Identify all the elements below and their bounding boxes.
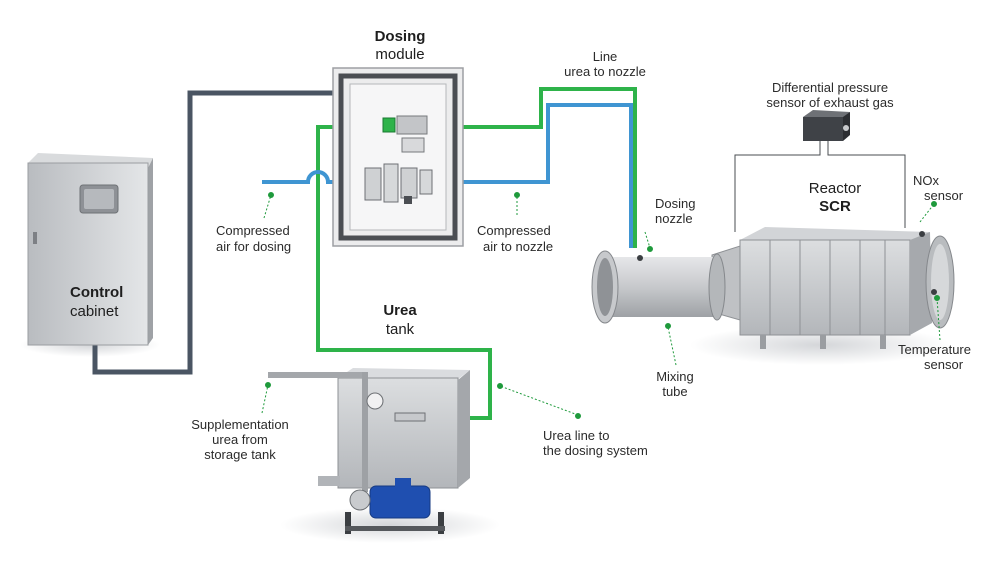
urea-tank-title: Urea <box>383 302 417 319</box>
urea-line-label-2: the dosing system <box>543 443 648 458</box>
mixing-tube-label-1: Mixing <box>656 369 694 384</box>
mixing-tube <box>591 250 726 324</box>
temperature-sensor-label-2: sensor <box>924 357 964 372</box>
nox-sensor-label-1: NOx <box>913 173 939 188</box>
comp-air-dosing-label-1: Compressed <box>216 223 290 238</box>
urea-line-to-dosing <box>316 125 492 420</box>
control-cabinet-title: Control <box>70 284 124 301</box>
dosing-module-title: Dosing <box>374 28 426 45</box>
dosing-module-subtitle: module <box>375 46 425 63</box>
compressed-air-line-dosing <box>262 170 362 184</box>
urea-tank <box>268 368 470 534</box>
urea-line-to-nozzle <box>420 87 637 248</box>
control-cabinet-subtitle: cabinet <box>70 303 119 320</box>
temperature-sensor-label-1: Temperature <box>898 342 971 357</box>
differential-pressure-sensor <box>734 110 906 232</box>
urea-line-label-1: Urea line to <box>543 428 610 443</box>
dosing-nozzle-label-2: nozzle <box>655 211 693 226</box>
control-cable <box>92 90 340 375</box>
leader-lines <box>261 192 941 419</box>
reactor-scr-label: SCR <box>819 198 851 215</box>
scr-reactor <box>711 227 955 349</box>
line-urea-nozzle-label-1: Line <box>592 49 618 64</box>
comp-air-nozzle-label-2: air to nozzle <box>483 239 554 254</box>
diff-pressure-label-2: sensor of exhaust gas <box>766 95 894 110</box>
comp-air-dosing-label-2: air for dosing <box>216 239 292 254</box>
supplementation-label-2: urea from <box>212 432 268 447</box>
control-cabinet <box>27 153 153 346</box>
compressed-air-line-nozzle <box>440 103 633 248</box>
diff-pressure-label-1: Differential pressure <box>771 80 889 95</box>
supplementation-label-3: storage tank <box>204 447 276 462</box>
dosing-module <box>332 67 464 247</box>
line-urea-nozzle-label-2: urea to nozzle <box>564 64 646 79</box>
dosing-nozzle-label-1: Dosing <box>655 196 696 211</box>
urea-tank-subtitle: tank <box>385 321 415 338</box>
nox-sensor-label-2: sensor <box>924 188 964 203</box>
mixing-tube-label-2: tube <box>662 384 688 399</box>
tank-shadow <box>280 507 500 543</box>
reactor-label: Reactor <box>808 180 862 197</box>
comp-air-nozzle-label-1: Compressed <box>477 223 551 238</box>
supplementation-label-1: Supplementation <box>191 417 289 432</box>
